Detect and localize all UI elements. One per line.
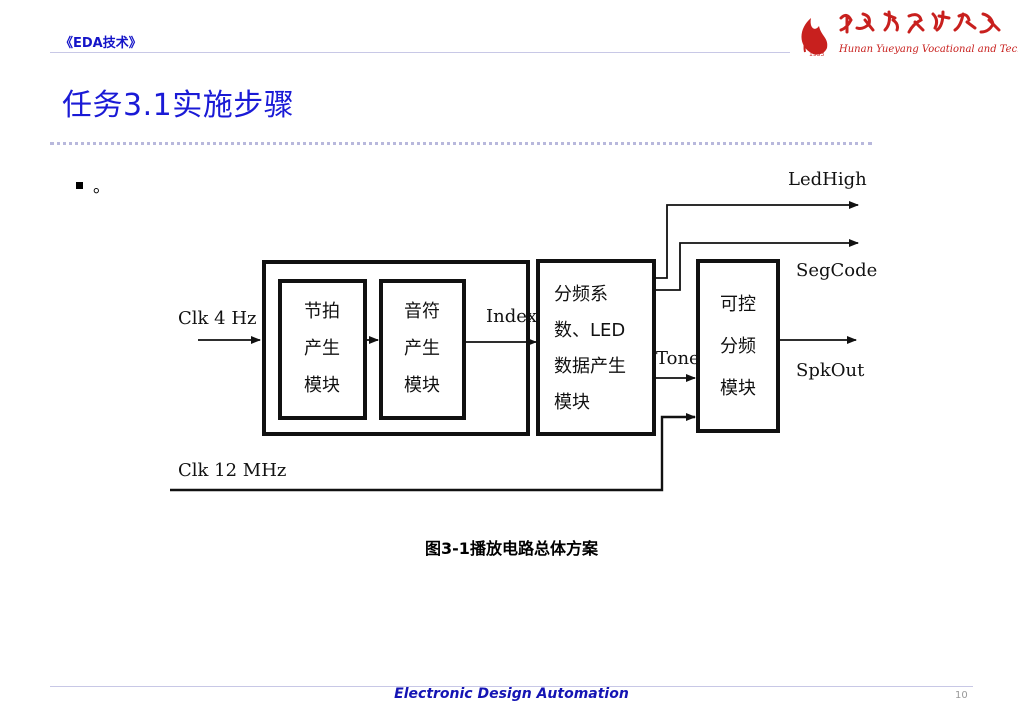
bullet-square-icon: [76, 181, 83, 189]
ledhigh-arrow: [654, 201, 859, 279]
footer-title: Electronic Design Automation: [394, 686, 629, 702]
index-label: Index: [486, 306, 537, 327]
bullet-item: 。: [76, 172, 110, 197]
divider-label-4: 模块: [554, 392, 590, 413]
divider-led-block: [536, 259, 656, 436]
spkout-label: SpkOut: [796, 360, 865, 381]
college-logo: 1933 Hunan Yueyang Vocational and Techni…: [801, 10, 1018, 58]
tone-label: Tone: [656, 348, 700, 369]
header-divider: [50, 52, 790, 53]
divider-label-3: 数据产生: [554, 356, 626, 377]
ctrl-label-2: 分频: [720, 336, 756, 357]
logo-flame-icon: [801, 18, 828, 55]
logo-year: 1933: [809, 51, 824, 58]
beat-label-3: 模块: [304, 375, 340, 396]
ledhigh-label: LedHigh: [788, 169, 867, 190]
slide-title: 任务3.1实施步骤: [62, 88, 295, 123]
tone-label-2: 产生: [404, 338, 440, 359]
figure-caption: 图3-1播放电路总体方案: [425, 539, 598, 558]
page-number: 10: [955, 690, 968, 701]
tone-gen-block: [379, 279, 466, 420]
ctrl-divider-block: [696, 259, 780, 433]
segcode-arrow: [654, 239, 859, 291]
outer-module-box: [262, 260, 530, 436]
footer-divider: [50, 686, 973, 687]
block-diagram: Clk 4 Hz Index Tone LedHigh SegCode SpkO…: [170, 169, 877, 492]
clk4-label: Clk 4 Hz: [178, 308, 257, 329]
divider-label-2: 数、LED: [554, 320, 625, 341]
tone-label-1: 音符: [404, 301, 440, 322]
ctrl-label-3: 模块: [720, 378, 756, 399]
beat-gen-block: [278, 279, 367, 420]
logo-calligraphy: [839, 10, 1001, 34]
beat-label-1: 节拍: [304, 301, 340, 322]
clk12-label: Clk 12 MHz: [178, 460, 286, 481]
title-divider: [50, 142, 872, 145]
logo-english-name: Hunan Yueyang Vocational and Technical C…: [838, 44, 1018, 55]
clk12-arrow: [170, 413, 696, 492]
divider-label-1: 分频系: [554, 284, 608, 305]
beat-label-2: 产生: [304, 338, 340, 359]
segcode-label: SegCode: [796, 260, 877, 281]
bullet-text: 。: [93, 177, 110, 197]
course-label: 《EDA技术》: [60, 36, 142, 51]
ctrl-label-1: 可控: [720, 294, 756, 315]
tone-label-3: 模块: [404, 375, 440, 396]
